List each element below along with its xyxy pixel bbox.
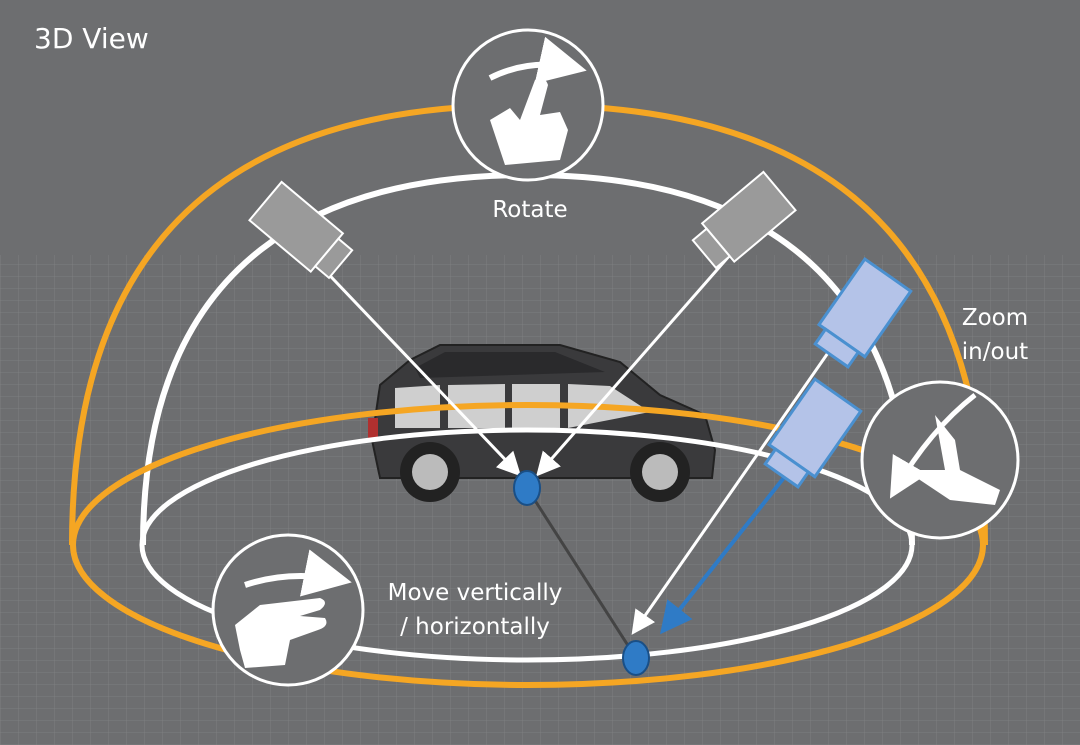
rotate-label: Rotate: [492, 197, 568, 223]
outer-orbit-ground: [70, 402, 986, 688]
camera-inactive: [248, 180, 354, 280]
pan-line: [525, 487, 638, 659]
target-point: [622, 640, 650, 676]
pan-gesture-icon: [211, 533, 365, 687]
view-title: 3D View: [34, 22, 149, 55]
zoom-label: Zoom in/out: [945, 301, 1045, 369]
move-label-line2: / horizontally: [400, 614, 550, 640]
rotate-gesture-icon: [451, 28, 605, 182]
camera-ray: [536, 254, 732, 477]
zoom-label-line1: Zoom: [961, 305, 1029, 331]
camera-active: [813, 256, 913, 369]
move-label-line1: Move vertically: [387, 580, 563, 606]
pinch-zoom-gesture-icon: [860, 380, 1020, 540]
zoom-ray: [660, 468, 792, 635]
camera-ray: [313, 258, 522, 477]
camera-inactive: [691, 170, 797, 270]
zoom-label-line2: in/out: [961, 339, 1029, 365]
camera-ray: [631, 349, 832, 635]
camera-active: [763, 376, 863, 489]
target-point: [513, 470, 541, 506]
inner-orbit-ground: [139, 427, 915, 663]
move-label: Move vertically / horizontally: [375, 576, 575, 644]
